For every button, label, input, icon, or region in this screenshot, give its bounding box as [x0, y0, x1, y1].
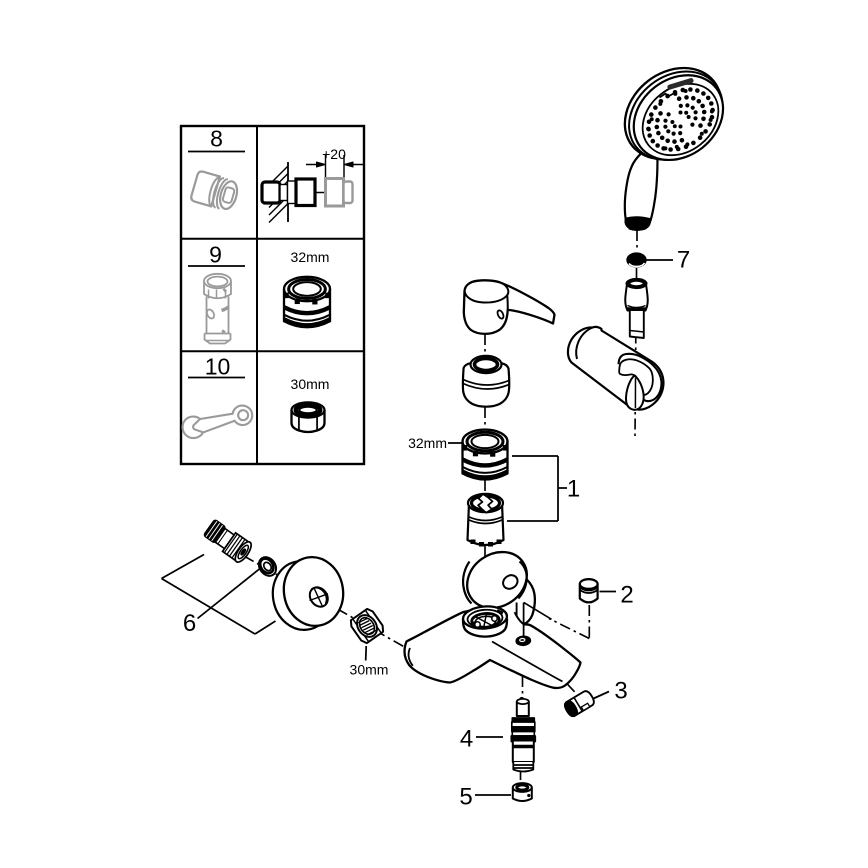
svg-text:8: 8 [210, 126, 223, 152]
svg-text:4: 4 [460, 726, 473, 753]
svg-text:3: 3 [614, 678, 627, 705]
svg-text:1: 1 [567, 476, 580, 503]
svg-text:7: 7 [677, 247, 690, 274]
svg-text:10: 10 [205, 354, 231, 380]
svg-text:9: 9 [209, 242, 222, 268]
svg-text:30mm: 30mm [350, 662, 389, 678]
svg-text:+20: +20 [322, 146, 346, 162]
svg-text:30mm: 30mm [291, 376, 330, 392]
svg-text:6: 6 [183, 610, 196, 637]
svg-text:5: 5 [459, 784, 472, 811]
svg-text:32mm: 32mm [291, 249, 330, 265]
svg-text:2: 2 [620, 582, 633, 609]
svg-text:32mm: 32mm [408, 435, 447, 451]
